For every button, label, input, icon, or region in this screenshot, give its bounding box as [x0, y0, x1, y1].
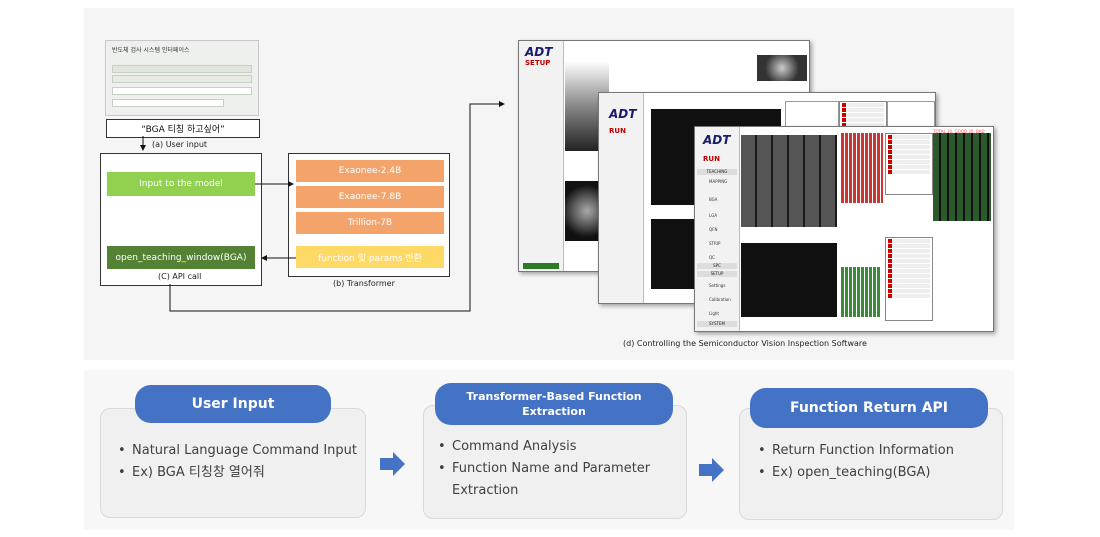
thumb-row [112, 99, 224, 107]
flow-arrow-icon [699, 458, 724, 482]
run-label: RUN [609, 127, 626, 135]
flow-arrow-icon [380, 452, 405, 476]
adt-logo: ADT [703, 133, 731, 147]
input-to-model-block: Input to the model [107, 172, 255, 196]
adt-logo: ADT [525, 45, 553, 59]
step-bullets-user-input: Natural Language Command Input Ex) BGA 티… [118, 440, 357, 484]
step-title-function-return: Function Return API [750, 388, 988, 428]
sidebar-item-strip[interactable]: STRIP [709, 241, 721, 246]
inspection-view [741, 243, 837, 317]
run-label: RUN [703, 155, 720, 163]
sidebar [599, 93, 644, 303]
sidebar-item-bga[interactable]: BGA [709, 197, 718, 202]
caption-api-call: (C) API call [158, 272, 202, 281]
bullet: Command Analysis [438, 436, 650, 458]
caption-user-input: (a) User input [152, 140, 208, 149]
thumb-title: 반도체 검사 시스템 인터페이스 [112, 47, 190, 54]
setup-label: SETUP [525, 59, 551, 67]
thumb-row [112, 75, 252, 83]
thumb-row [112, 65, 252, 73]
sidebar-item-mapping[interactable]: MAPPING [709, 179, 728, 184]
bullet: Ex) open_teaching(BGA) [758, 462, 954, 484]
model-block: Trillion-7B [296, 212, 444, 234]
caption-software: (d) Controlling the Semiconductor Vision… [623, 339, 867, 348]
sidebar-item-light[interactable]: Light [709, 311, 719, 316]
thumb-row [112, 87, 252, 95]
adt-logo: ADT [609, 107, 637, 121]
step-title-user-input: User Input [135, 385, 331, 423]
user-input-text: “BGA 티칭 하고싶어” [106, 119, 260, 138]
title-line: Transformer-Based Function [466, 390, 642, 403]
user-input-screenshot: 반도체 검사 시스템 인터페이스 [105, 40, 259, 116]
sidebar-item-settings[interactable]: Settings [709, 283, 726, 288]
status-text: TOTAL 30, GOOD 20, BAD [933, 129, 985, 134]
sidebar-item-calibration[interactable]: Calibration [709, 297, 731, 302]
caption-transformer: (b) Transformer [333, 279, 395, 288]
step-title-transformer: Transformer-Based Function Extraction [435, 383, 673, 425]
bullet: Return Function Information [758, 440, 954, 462]
function-return-block: function 및 params 반환 [296, 246, 444, 268]
bullet-continuation: Extraction [452, 483, 519, 498]
system-header: SYSTEM [697, 321, 737, 327]
bullet: Function Name and Parameter [438, 458, 650, 480]
result-list [885, 133, 933, 195]
software-screenshot-run: ADT RUN TEACHING MAPPING BGA LGA QFN STR… [694, 126, 994, 332]
step-bullets-function-return: Return Function Information Ex) open_tea… [758, 440, 954, 484]
title-line: Extraction [522, 405, 586, 418]
setup-header: SETUP [697, 271, 737, 277]
strip-image [741, 135, 837, 227]
bullet: Ex) BGA 티칭창 열어줘 [118, 462, 357, 484]
inspection-image [757, 55, 807, 81]
status-bar [523, 263, 559, 269]
arrow-to-software [169, 101, 505, 312]
sidebar [695, 127, 740, 331]
fail-list [885, 237, 933, 321]
teaching-header: TEACHING [697, 169, 737, 175]
qc-device-view [841, 267, 881, 317]
qc-image [933, 133, 991, 221]
spc-header: SPC [697, 263, 737, 269]
bullet: Natural Language Command Input [118, 440, 357, 462]
model-block: Exaonee-2.4B [296, 160, 444, 182]
api-output-block: open_teaching_window(BGA) [107, 246, 255, 269]
mapping-grid [841, 133, 883, 203]
model-block: Exaonee-7.8B [296, 186, 444, 208]
step-bullets-transformer: Command Analysis Function Name and Param… [438, 436, 650, 502]
sidebar-item-lga[interactable]: LGA [709, 213, 718, 218]
sidebar [519, 41, 564, 271]
sidebar-item-qc[interactable]: QC [709, 255, 715, 260]
sidebar-item-qfn[interactable]: QFN [709, 227, 718, 232]
